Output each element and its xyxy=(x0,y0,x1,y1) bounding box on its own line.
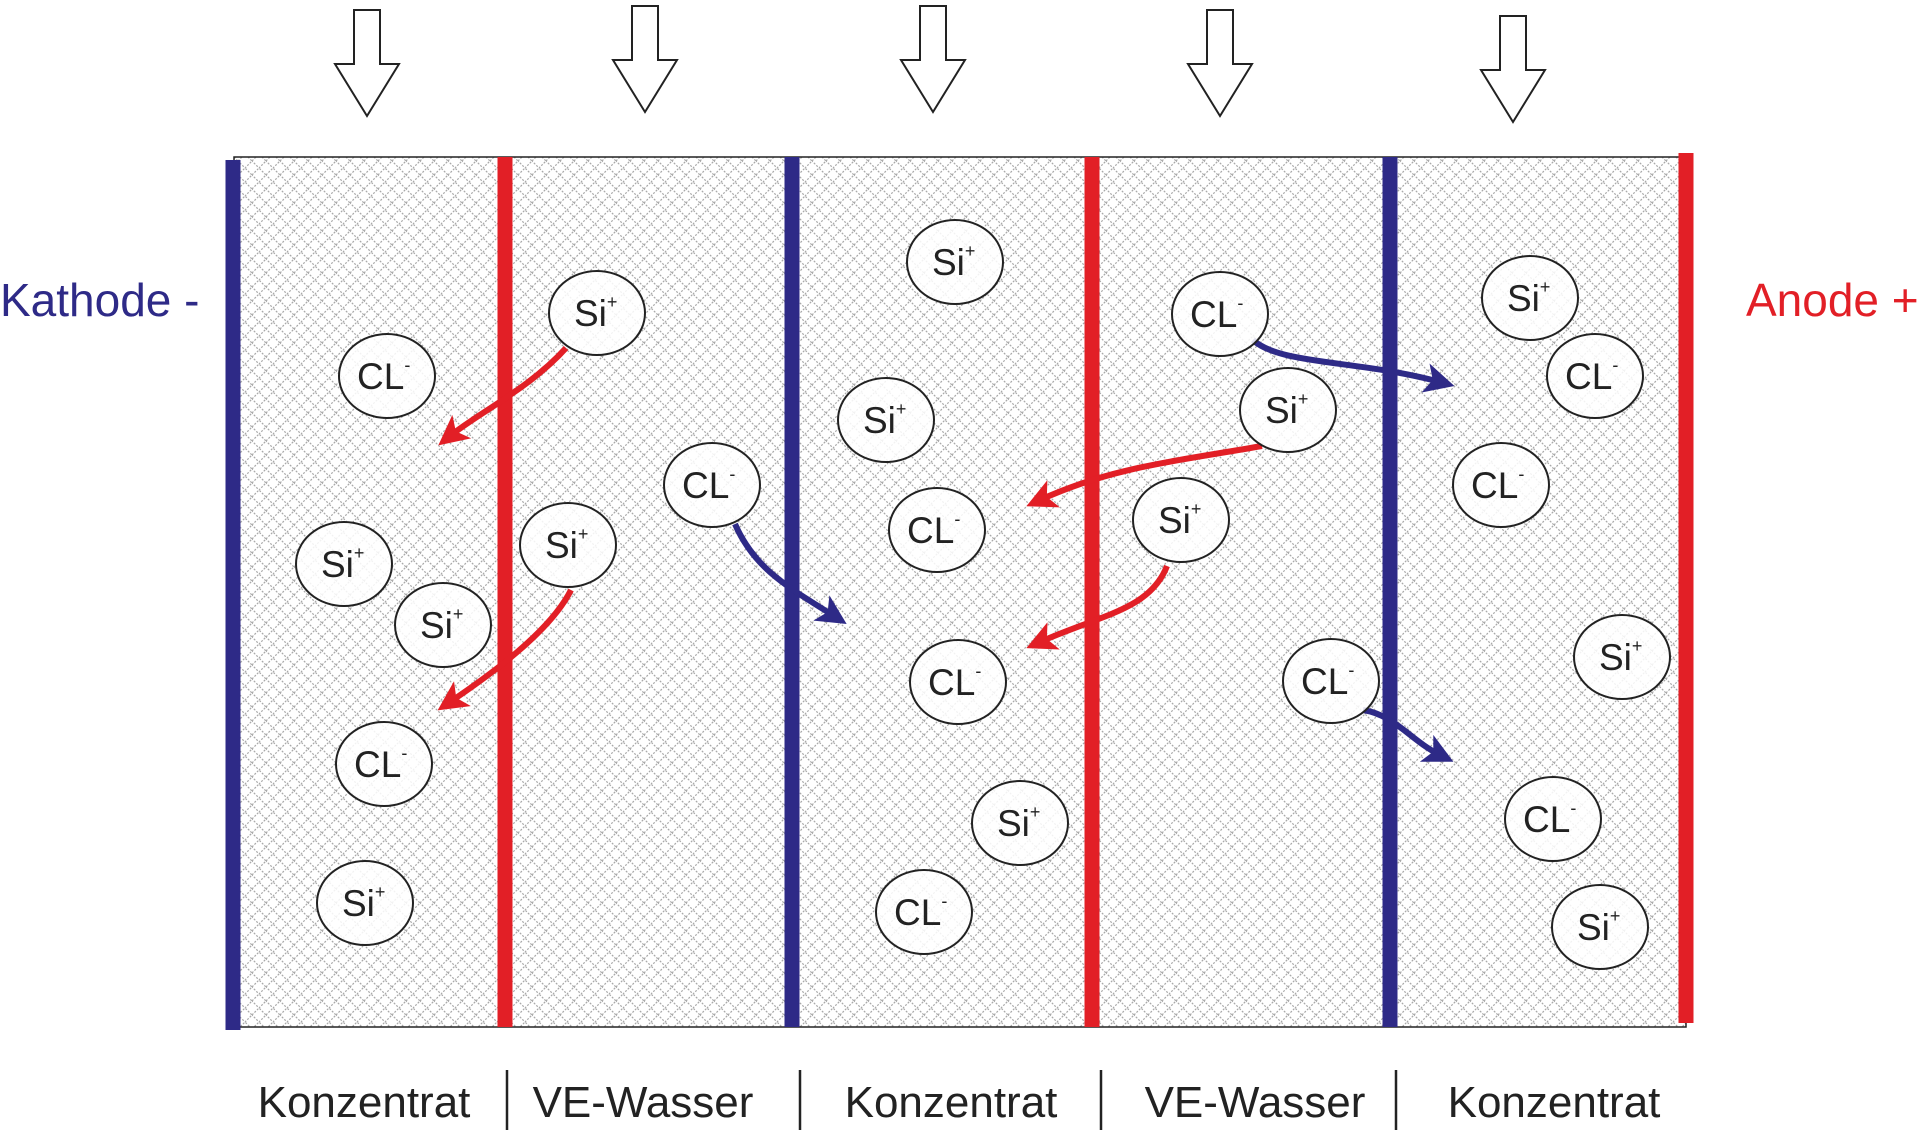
anion-ion: CL- xyxy=(338,333,436,419)
inflow-arrow-icon xyxy=(1186,9,1254,118)
ion-circle xyxy=(906,219,1004,305)
ion-circle xyxy=(548,270,646,356)
ion-symbol: Si+ xyxy=(574,292,617,334)
inflow-arrow-icon xyxy=(611,5,679,114)
ion-symbol: Si+ xyxy=(545,524,588,566)
anion-ion: CL- xyxy=(909,639,1007,725)
ion-symbol: CL- xyxy=(894,891,947,933)
cation-ion: Si+ xyxy=(971,780,1069,866)
ion-symbol: Si+ xyxy=(321,543,364,585)
anion-ion: CL- xyxy=(875,869,973,955)
migration-arrows xyxy=(437,337,1455,762)
chamber-label: Konzentrat xyxy=(258,1078,471,1127)
chamber-label: VE-Wasser xyxy=(533,1078,754,1127)
ion-symbol: CL- xyxy=(1565,355,1618,397)
cation-migration-arrow xyxy=(437,588,574,711)
anion-ion: CL- xyxy=(1452,442,1550,528)
ion-symbol: CL- xyxy=(1471,464,1524,506)
chamber-label: VE-Wasser xyxy=(1145,1078,1366,1127)
cation-migration-arrow xyxy=(1026,564,1170,650)
ion-circle xyxy=(888,487,986,573)
ion-circle xyxy=(1282,638,1380,724)
ion-symbol: Si+ xyxy=(420,604,463,646)
ion-circle xyxy=(338,333,436,419)
ion-circle xyxy=(1504,776,1602,862)
ion-circle xyxy=(1452,442,1550,528)
cation-ion: Si+ xyxy=(837,377,935,463)
inflow-arrows xyxy=(333,5,1547,124)
ion-symbol: Si+ xyxy=(1577,906,1620,948)
ion-symbol: CL- xyxy=(1190,293,1243,335)
cation-ion: Si+ xyxy=(316,860,414,946)
cation-ion: Si+ xyxy=(1551,884,1649,970)
ion-circle xyxy=(519,502,617,588)
ion-symbol: Si+ xyxy=(932,241,975,283)
anion-ion: CL- xyxy=(335,721,433,807)
cation-ion: Si+ xyxy=(295,521,393,607)
ions: CL- Si+ Si+ CL- Si+ Si+ Si+ CL- Si+ Si+ CL- CL- Si+ C… xyxy=(295,219,1671,970)
ion-circle xyxy=(971,780,1069,866)
anion-ion: CL- xyxy=(1171,271,1269,357)
chamber-label-separators xyxy=(505,1070,1398,1130)
ion-circle xyxy=(1132,477,1230,563)
anion-migration-arrow xyxy=(1362,707,1454,762)
ion-symbol: Si+ xyxy=(1507,277,1550,319)
ion-symbol: CL- xyxy=(354,743,407,785)
ion-circle xyxy=(1573,614,1671,700)
anode-label: Anode + xyxy=(1746,274,1919,326)
cation-ion: Si+ xyxy=(1132,477,1230,563)
inflow-arrow-icon xyxy=(899,5,967,114)
cathode-label: Kathode - xyxy=(0,274,199,326)
inflow-arrow-icon xyxy=(333,9,401,118)
ion-circle xyxy=(394,582,492,668)
ion-circle xyxy=(335,721,433,807)
inflow-arrow-icon xyxy=(1479,15,1547,124)
ion-symbol: CL- xyxy=(907,509,960,551)
ion-circle xyxy=(295,521,393,607)
anion-ion: CL- xyxy=(1282,638,1380,724)
anion-ion: CL- xyxy=(1546,333,1644,419)
ion-circle xyxy=(1171,271,1269,357)
anion-migration-arrow xyxy=(732,522,847,625)
cation-ion: Si+ xyxy=(1573,614,1671,700)
ion-symbol: Si+ xyxy=(1265,389,1308,431)
ion-symbol: Si+ xyxy=(1599,636,1642,678)
membranes xyxy=(225,153,1694,1030)
ion-circle xyxy=(316,860,414,946)
anion-ion: CL- xyxy=(663,442,761,528)
cation-migration-arrow xyxy=(1026,443,1263,508)
ion-circle xyxy=(1551,884,1649,970)
ion-circle xyxy=(909,639,1007,725)
cation-migration-arrow xyxy=(438,345,569,446)
ion-symbol: CL- xyxy=(928,661,981,703)
ion-circle xyxy=(1546,333,1644,419)
ion-symbol: Si+ xyxy=(1158,499,1201,541)
cation-ion: Si+ xyxy=(906,219,1004,305)
anion-ion: CL- xyxy=(888,487,986,573)
ion-symbol: Si+ xyxy=(997,802,1040,844)
ion-symbol: Si+ xyxy=(863,399,906,441)
cation-ion: Si+ xyxy=(1239,367,1337,453)
ion-symbol: CL- xyxy=(682,464,735,506)
ion-circle xyxy=(837,377,935,463)
cation-ion: Si+ xyxy=(548,270,646,356)
anion-migration-arrow xyxy=(1250,337,1455,393)
chamber-label: Konzentrat xyxy=(1448,1078,1661,1127)
ion-symbol: CL- xyxy=(357,355,410,397)
ion-circle xyxy=(875,869,973,955)
ion-circle xyxy=(663,442,761,528)
chamber-label: Konzentrat xyxy=(845,1078,1058,1127)
ion-circle xyxy=(1239,367,1337,453)
ion-circle xyxy=(1481,255,1579,341)
chamber-labels: Konzentrat VE-Wasser Konzentrat VE-Wasser Ko… xyxy=(258,1078,1661,1127)
cation-ion: Si+ xyxy=(519,502,617,588)
ion-symbol: CL- xyxy=(1301,660,1354,702)
ion-symbol: CL- xyxy=(1523,798,1576,840)
ion-symbol: Si+ xyxy=(342,882,385,924)
cation-ion: Si+ xyxy=(1481,255,1579,341)
anion-ion: CL- xyxy=(1504,776,1602,862)
cation-ion: Si+ xyxy=(394,582,492,668)
